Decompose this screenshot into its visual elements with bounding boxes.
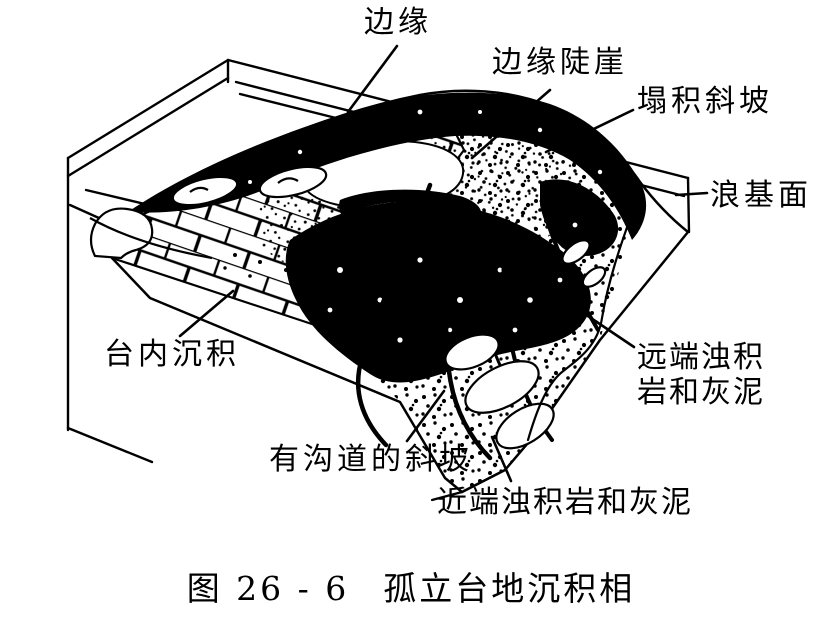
label-proximal-turbidites: 近端浊积岩和灰泥: [437, 485, 693, 520]
central-dark-mass: [285, 179, 619, 383]
label-distal-turbidites: 远端浊积 岩和灰泥: [637, 340, 765, 410]
leader-lines: [178, 44, 709, 483]
left-flat-islands: [89, 165, 328, 280]
leader-margin: [346, 44, 399, 114]
leader-wave-base: [674, 191, 709, 197]
leader-marginal-escarpment: [470, 88, 552, 160]
label-channeled-slope: 有沟道的斜坡: [269, 442, 473, 477]
label-distal-turbidites-line2: 岩和灰泥: [637, 375, 765, 410]
distal-wedge: [430, 206, 636, 502]
figure-caption: 图 26 - 6 孤立台地沉积相: [0, 562, 822, 610]
leader-proximal-turbidites: [490, 435, 513, 483]
label-margin: 边缘: [364, 5, 432, 40]
label-intraplatform-deposits: 台内沉积: [104, 337, 240, 372]
label-slump-slope: 塌积斜坡: [637, 84, 773, 119]
leader-channeled-slope: [405, 389, 446, 443]
label-marginal-escarpment: 边缘陡崖: [492, 45, 628, 80]
turbidite-lobes: [444, 239, 607, 450]
figure-title: 孤立台地沉积相: [383, 569, 636, 608]
margin-rim: [128, 92, 647, 240]
label-distal-turbidites-line1: 远端浊积: [637, 340, 765, 375]
leader-slump-slope: [544, 108, 635, 154]
figure-number: 图 26 - 6: [186, 569, 350, 608]
label-wave-base: 浪基面: [710, 178, 812, 213]
leader-distal-turbidites: [571, 304, 636, 349]
leader-intraplatform: [178, 289, 235, 338]
